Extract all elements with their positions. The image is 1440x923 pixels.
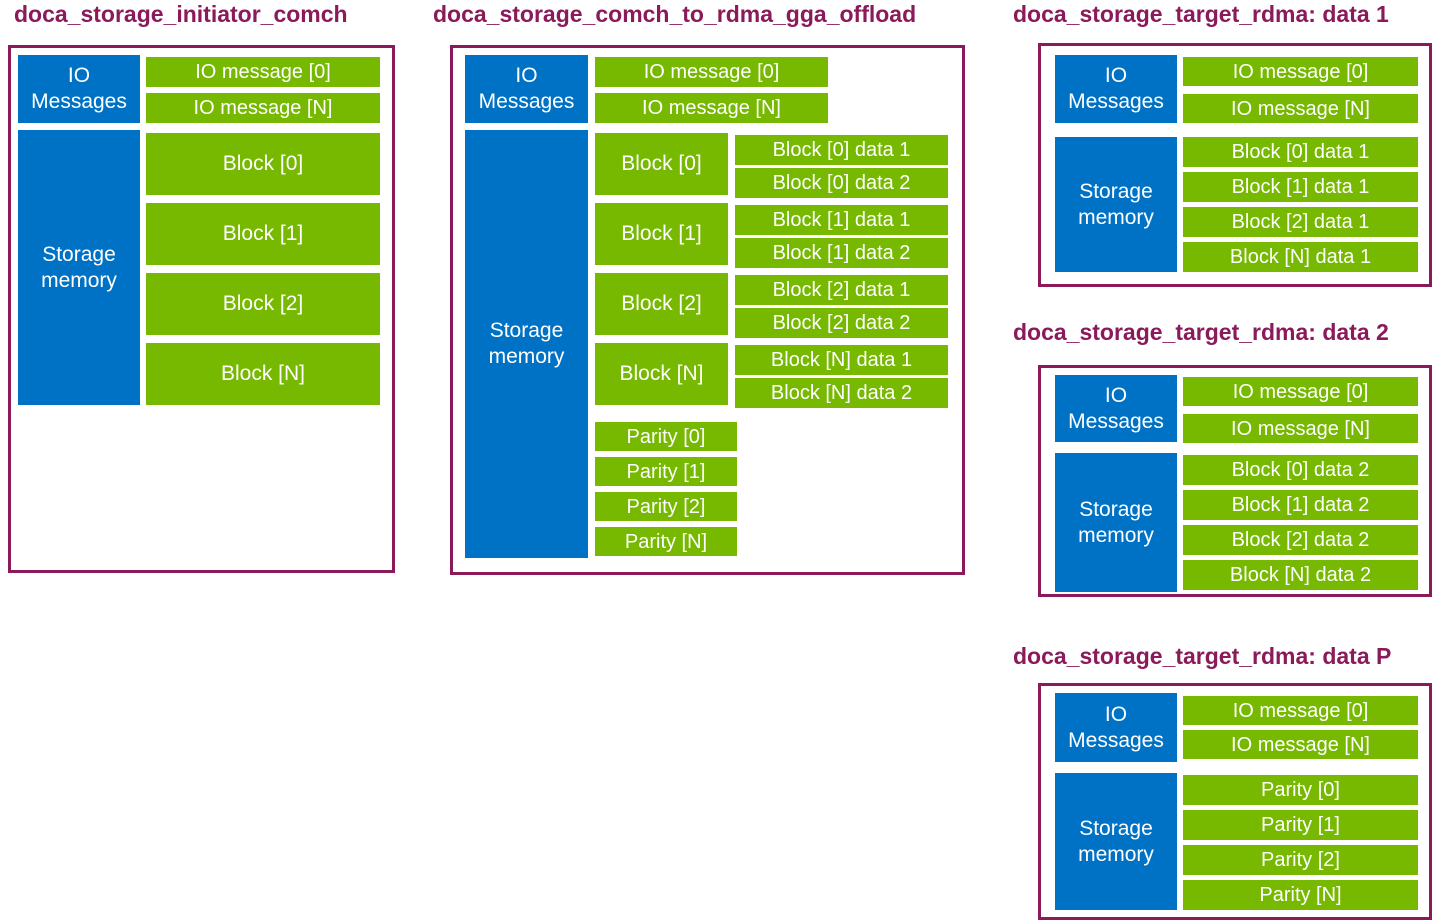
panel-title-comch-to-rdma-gga-offload: doca_storage_comch_to_rdma_gga_offload [433, 1, 917, 27]
parity-row: Parity [N] [1183, 880, 1418, 910]
block-data-row: Block [1] data 2 [1183, 490, 1418, 520]
storage-memory-box: Storage memory [1055, 137, 1177, 272]
io-message-row: IO message [0] [1183, 377, 1418, 406]
storage-memory-box: Storage memory [1055, 773, 1177, 910]
block-row: Block [0] [595, 133, 728, 195]
panel-target-rdma-data-2: IO Messages IO message [0] IO message [N… [1038, 365, 1432, 597]
io-messages-box: IO Messages [1055, 693, 1177, 762]
io-message-row: IO message [N] [1183, 730, 1418, 759]
block-data-row: Block [N] data 1 [735, 345, 948, 375]
storage-memory-box: Storage memory [18, 130, 140, 405]
io-message-row: IO message [0] [595, 57, 828, 87]
panel-target-rdma-data-1: IO Messages IO message [0] IO message [N… [1038, 43, 1432, 287]
io-messages-label-line: Messages [1068, 728, 1164, 752]
io-message-row: IO message [0] [1183, 57, 1418, 86]
parity-row: Parity [1] [1183, 810, 1418, 840]
block-data-row: Block [0] data 2 [1183, 455, 1418, 485]
io-message-row: IO message [N] [1183, 94, 1418, 123]
parity-row: Parity [N] [595, 527, 737, 556]
block-data-row: Block [2] data 2 [1183, 525, 1418, 555]
storage-memory-label-line: memory [1078, 523, 1154, 547]
io-messages-label-line: Messages [478, 90, 575, 113]
block-data-row: Block [1] data 2 [735, 238, 948, 268]
block-data-row: Block [N] data 2 [735, 378, 948, 408]
io-messages-box: IO Messages [18, 55, 140, 123]
panel-target-rdma-data-p: IO Messages IO message [0] IO message [N… [1038, 683, 1432, 920]
parity-row: Parity [2] [595, 492, 737, 521]
panel-comch-to-rdma-gga-offload: IO Messages IO message [0] IO message [N… [450, 45, 965, 575]
block-data-row: Block [N] data 2 [1183, 560, 1418, 590]
io-message-row: IO message [0] [146, 57, 380, 87]
block-row: Block [2] [146, 273, 380, 335]
block-row: Block [2] [595, 273, 728, 335]
io-message-row: IO message [N] [595, 93, 828, 123]
panel-initiator-comch: IO Messages IO message [0] IO message [N… [8, 45, 395, 573]
parity-row: Parity [0] [1183, 775, 1418, 805]
parity-row: Parity [0] [595, 422, 737, 451]
storage-memory-label-line: Storage [42, 242, 116, 266]
block-data-row: Block [N] data 1 [1183, 242, 1418, 272]
block-data-row: Block [0] data 1 [735, 135, 948, 165]
block-data-row: Block [2] data 1 [735, 275, 948, 305]
storage-memory-box: Storage memory [1055, 453, 1177, 592]
io-messages-label-line: IO [515, 64, 538, 87]
io-messages-label-line: IO [67, 64, 91, 87]
storage-memory-label-line: memory [1078, 842, 1154, 866]
storage-memory-label-line: Storage [1079, 816, 1153, 840]
io-messages-box: IO Messages [1055, 55, 1177, 123]
block-data-row: Block [1] data 1 [735, 205, 948, 235]
io-messages-label-line: IO [1104, 64, 1128, 87]
block-data-row: Block [2] data 2 [735, 308, 948, 338]
parity-row: Parity [1] [595, 457, 737, 486]
panel-title-target-rdma-data-1: doca_storage_target_rdma: data 1 [1013, 1, 1389, 27]
io-message-row: IO message [N] [1183, 414, 1418, 443]
io-messages-box: IO Messages [465, 55, 588, 123]
block-data-row: Block [1] data 1 [1183, 172, 1418, 202]
storage-memory-label-line: memory [41, 268, 117, 292]
storage-memory-label-line: Storage [1079, 179, 1153, 203]
storage-memory-label-line: memory [488, 345, 565, 368]
panel-title-initiator-comch: doca_storage_initiator_comch [14, 1, 348, 27]
io-messages-box: IO Messages [1055, 375, 1177, 442]
block-data-row: Block [0] data 1 [1183, 137, 1418, 167]
storage-memory-label-line: memory [1078, 205, 1154, 229]
io-messages-label-line: IO [1104, 702, 1128, 726]
block-row: Block [N] [146, 343, 380, 405]
io-messages-label-line: Messages [1068, 409, 1164, 433]
block-row: Block [0] [146, 133, 380, 195]
panel-title-target-rdma-data-2: doca_storage_target_rdma: data 2 [1013, 319, 1389, 345]
block-row: Block [N] [595, 343, 728, 405]
storage-memory-box: Storage memory [465, 130, 588, 558]
storage-memory-label-line: Storage [489, 319, 564, 342]
storage-memory-label-line: Storage [1079, 497, 1153, 521]
block-data-row: Block [0] data 2 [735, 168, 948, 198]
io-messages-label-line: IO [1104, 383, 1128, 407]
block-row: Block [1] [146, 203, 380, 265]
io-messages-label-line: Messages [1068, 90, 1164, 113]
panel-title-target-rdma-data-p: doca_storage_target_rdma: data P [1013, 643, 1392, 669]
block-data-row: Block [2] data 1 [1183, 207, 1418, 237]
io-messages-label-line: Messages [31, 90, 127, 113]
io-message-row: IO message [N] [146, 93, 380, 123]
block-row: Block [1] [595, 203, 728, 265]
io-message-row: IO message [0] [1183, 696, 1418, 725]
parity-row: Parity [2] [1183, 845, 1418, 875]
